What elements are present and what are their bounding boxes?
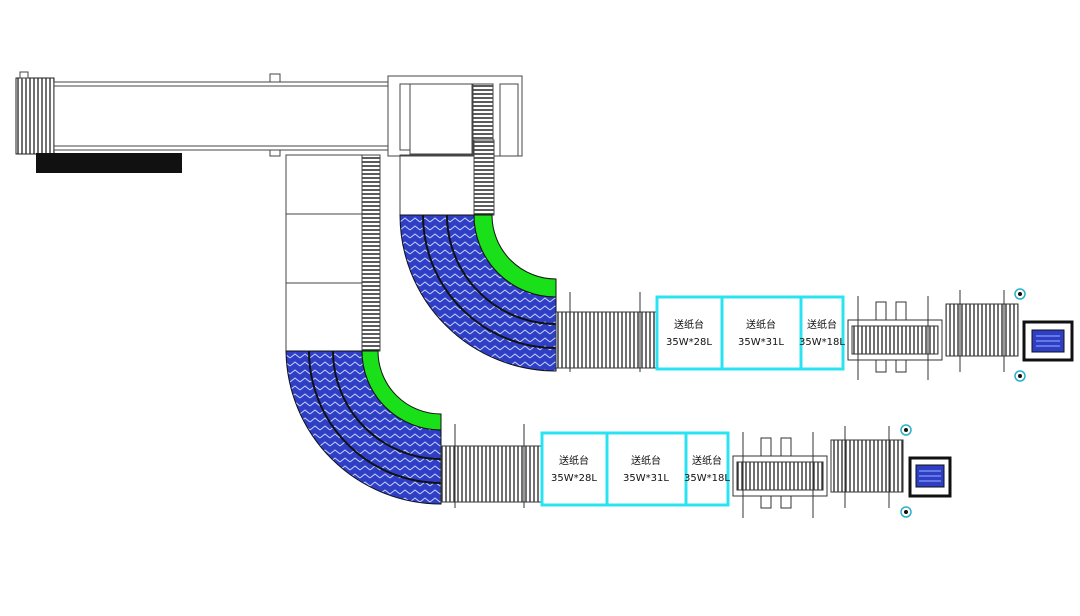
- table-a3-size: 35W*18L: [799, 337, 845, 348]
- line-a-robot-marker-top: [1014, 288, 1026, 300]
- line-a-outfeed: [945, 290, 1019, 372]
- table-a3-name: 送纸台: [807, 318, 837, 331]
- line-a-pallet: [1022, 320, 1074, 362]
- table-a2-name: 送纸台: [746, 318, 776, 331]
- table-a2-size: 35W*31L: [738, 337, 784, 348]
- table-b3-name: 送纸台: [692, 454, 722, 467]
- line-b-pallet: [908, 456, 952, 498]
- table-b1-name: 送纸台: [559, 454, 589, 467]
- line-b-robot-marker-top: [900, 424, 912, 436]
- table-a1-name: 送纸台: [674, 318, 704, 331]
- line-a-robot-marker-bottom: [1014, 370, 1026, 382]
- line-a-paper-tables: 送纸台 35W*28L 送纸台 35W*31L 送纸台 35W*18L: [655, 295, 845, 371]
- transfer-frame: [387, 75, 523, 157]
- line-b-roller-conveyor: [440, 424, 542, 508]
- table-b2-name: 送纸台: [631, 454, 661, 467]
- table-b2-size: 35W*31L: [623, 473, 669, 484]
- line-b-robot-marker-bottom: [900, 506, 912, 518]
- top-infeed-conveyor: [15, 71, 389, 157]
- line-b-curves: [285, 350, 442, 505]
- equipment-label-block: [36, 153, 182, 173]
- line-b-paper-tables: 送纸台 35W*28L 送纸台 35W*31L 送纸台 35W*18L: [540, 431, 730, 507]
- line-a-packing-machine: [847, 296, 943, 380]
- table-a1-size: 35W*28L: [666, 337, 712, 348]
- line-b-outfeed: [830, 426, 904, 508]
- line-a-roller-conveyor: [555, 292, 657, 372]
- line-a-curves: [399, 214, 557, 372]
- line-b-packing-machine: [732, 432, 828, 518]
- table-b3-size: 35W*18L: [684, 473, 730, 484]
- table-b1-size: 35W*28L: [551, 473, 597, 484]
